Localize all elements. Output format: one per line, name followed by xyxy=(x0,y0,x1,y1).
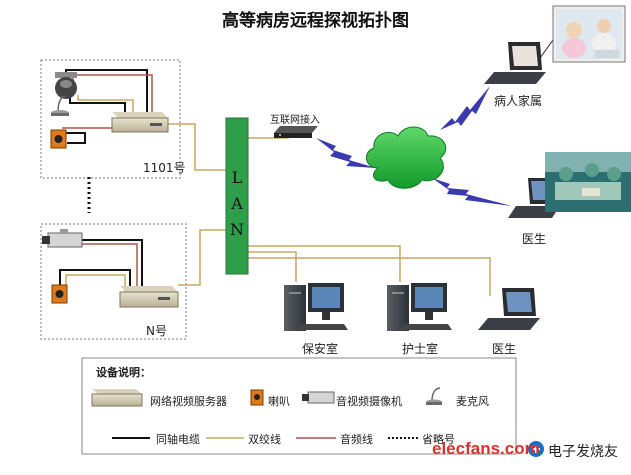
server-n xyxy=(119,286,179,308)
speaker-n xyxy=(51,284,68,304)
camera-dome-1101 xyxy=(55,72,77,99)
room-1101-label: 1101号 xyxy=(143,161,186,175)
server-1101 xyxy=(111,112,169,133)
legend-twisted-label: 双绞线 xyxy=(248,433,281,446)
legend-server-label: 网络视频服务器 xyxy=(150,395,227,408)
laptop-family xyxy=(484,39,554,84)
wireless-links xyxy=(316,86,512,206)
family-video-photo xyxy=(552,5,626,63)
speaker-1101 xyxy=(50,129,67,149)
mic-1101 xyxy=(51,95,69,116)
lan-switch-bar xyxy=(225,117,249,275)
legend-coax-label: 同轴电缆 xyxy=(156,433,200,446)
room-n-label: N号 xyxy=(146,324,167,338)
diagram-title: 高等病房远程探视拓扑图 xyxy=(222,11,409,31)
legend-mic-icon xyxy=(426,387,442,405)
legend-audio-label: 音频线 xyxy=(340,433,373,446)
room-n-wiring xyxy=(59,229,226,292)
legend-mic-label: 麦克风 xyxy=(456,395,489,408)
family-label: 病人家属 xyxy=(494,94,543,108)
internet-access-label: 互联网接入 xyxy=(270,115,320,126)
doctor-remote-label: 医生 xyxy=(522,232,547,246)
internet-router xyxy=(274,126,318,138)
laptop-doctor-local xyxy=(478,288,540,330)
lan-letter-a: A xyxy=(231,194,243,213)
lan-letter-l: L xyxy=(231,168,243,187)
pc-security-room xyxy=(284,283,348,331)
legend-omitted-label: 省略号 xyxy=(422,433,455,446)
surgery-photo xyxy=(545,152,631,212)
doctor-local-label: 医生 xyxy=(492,342,517,356)
watermark-logo-icon xyxy=(528,441,544,457)
legend-title: 设备说明： xyxy=(96,366,151,379)
legend-camera-label: 音视频摄像机 xyxy=(336,395,402,408)
legend-speaker-label: 喇叭 xyxy=(268,395,290,408)
camera-box-n xyxy=(42,229,83,248)
pc-nurse-room xyxy=(387,283,452,331)
legend-server-icon xyxy=(91,389,143,407)
legend-speaker-icon xyxy=(250,389,264,406)
room-1101-box xyxy=(40,59,181,179)
internet-cloud xyxy=(366,126,447,189)
room-n-box xyxy=(40,223,187,340)
watermark-chinese: 电子发烧友 xyxy=(548,444,618,460)
legend-camera-icon xyxy=(302,391,335,404)
security-room-label: 保安室 xyxy=(302,342,339,356)
watermark-brand: elecfans.com xyxy=(432,439,540,458)
nurse-room-label: 护士室 xyxy=(402,342,439,356)
lan-letter-n: N xyxy=(230,220,244,239)
